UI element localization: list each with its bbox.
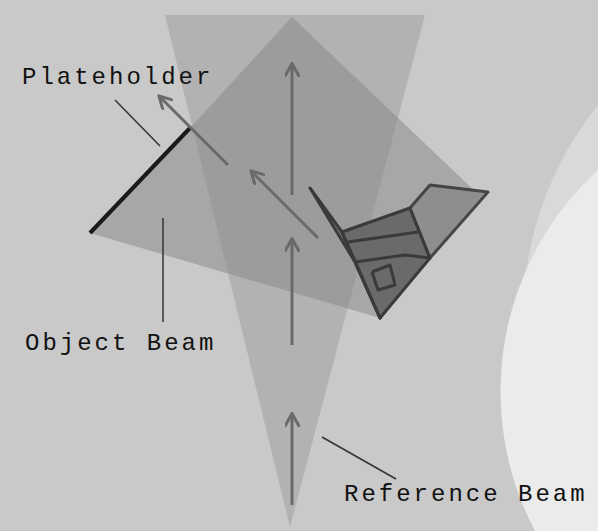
part-label: Reference Beam — [344, 483, 588, 507]
part-label: Plateholder — [22, 66, 213, 90]
object — [310, 185, 488, 318]
plateholder — [90, 128, 190, 233]
leader-lines — [115, 100, 396, 479]
beam-arrows — [160, 65, 318, 505]
part-label: Object Beam — [25, 332, 216, 356]
object-beam — [90, 17, 480, 318]
lens-body — [501, 170, 598, 531]
